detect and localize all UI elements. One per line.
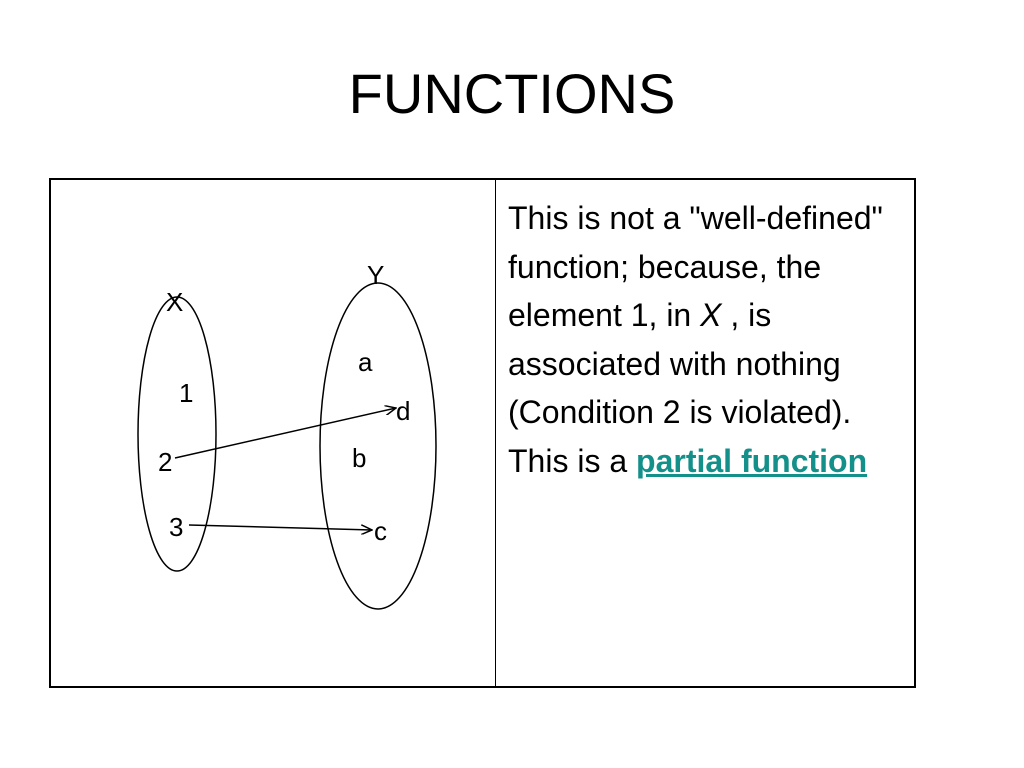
explanation-text-part1: This is not a "well-defined" function; b… — [508, 200, 883, 333]
diagram-cell: X 1 2 3 Y a d b c — [51, 180, 496, 686]
set-x-ellipse — [137, 296, 217, 572]
variable-x: X — [700, 297, 722, 333]
explanation-cell: This is not a "well-defined" function; b… — [496, 180, 914, 686]
set-y-element-d: d — [396, 396, 410, 426]
mapping-arrow-2-to-d — [174, 408, 396, 459]
mapping-diagram: X 1 2 3 Y a d b c — [137, 260, 437, 610]
set-x-element-2: 2 — [158, 447, 172, 477]
slide-title: FUNCTIONS — [348, 62, 676, 125]
set-x-element-1: 1 — [179, 378, 193, 408]
mapping-arrow-3-to-c — [188, 524, 372, 530]
content-table: X 1 2 3 Y a d b c This is not a "well-de… — [49, 178, 916, 688]
set-x-element-3: 3 — [169, 512, 183, 542]
set-y-label: Y — [367, 260, 384, 290]
set-y-element-c: c — [374, 516, 387, 546]
set-y-element-a: a — [358, 347, 373, 377]
partial-function-link[interactable]: partial function — [636, 442, 868, 479]
set-y-ellipse — [319, 282, 437, 610]
explanation-text-part2: , is associated with nothing (Condition … — [508, 297, 852, 479]
set-x-label: X — [166, 287, 183, 317]
set-y-element-b: b — [352, 443, 366, 473]
